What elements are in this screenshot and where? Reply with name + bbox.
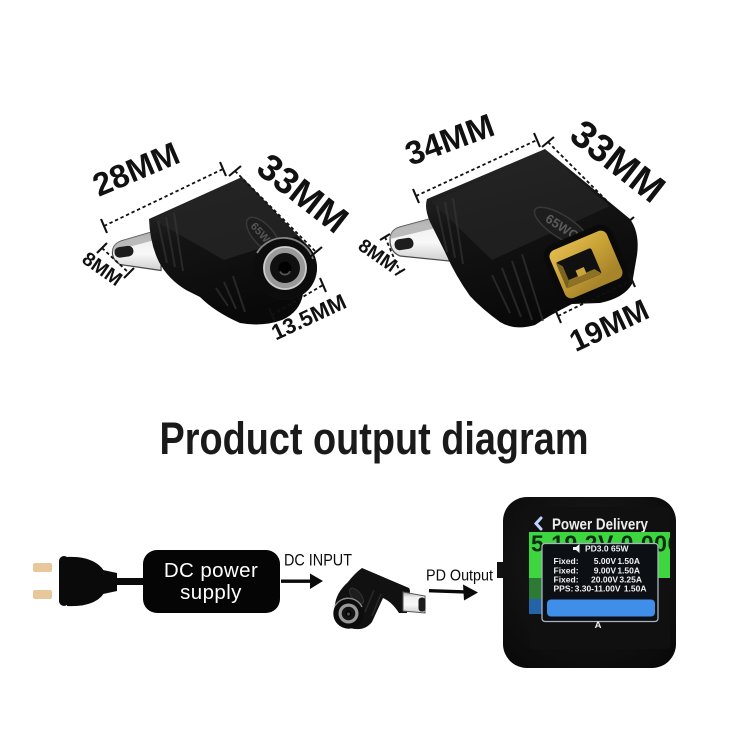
- svg-text:3.30-11.00V: 3.30-11.00V: [575, 584, 621, 594]
- svg-text:Product output diagram: Product output diagram: [160, 413, 589, 464]
- svg-text:DC INPUT: DC INPUT: [284, 552, 352, 570]
- svg-text:PPS:: PPS:: [554, 584, 574, 594]
- svg-text:PD3.0 65W: PD3.0 65W: [585, 544, 629, 554]
- svg-text:DC power: DC power: [164, 559, 258, 582]
- svg-text:5.00V: 5.00V: [594, 556, 617, 566]
- svg-text:Fixed:: Fixed:: [554, 575, 579, 585]
- svg-text:20.00V: 20.00V: [591, 575, 618, 585]
- svg-text:28MM: 28MM: [87, 135, 184, 203]
- svg-text:1.50A: 1.50A: [617, 556, 640, 566]
- svg-text:1.50A: 1.50A: [617, 565, 640, 575]
- svg-text:3.25A: 3.25A: [619, 575, 642, 585]
- svg-text:1.50A: 1.50A: [624, 584, 647, 594]
- svg-text:supply: supply: [180, 581, 242, 604]
- svg-text:Fixed:: Fixed:: [554, 565, 579, 575]
- svg-text:Power Delivery: Power Delivery: [552, 517, 648, 534]
- svg-text:9.00V: 9.00V: [594, 565, 617, 575]
- svg-text:34MM: 34MM: [400, 106, 499, 172]
- svg-text:A: A: [595, 620, 602, 631]
- svg-text:PD Output: PD Output: [426, 568, 494, 585]
- svg-text:Fixed:: Fixed:: [554, 556, 579, 566]
